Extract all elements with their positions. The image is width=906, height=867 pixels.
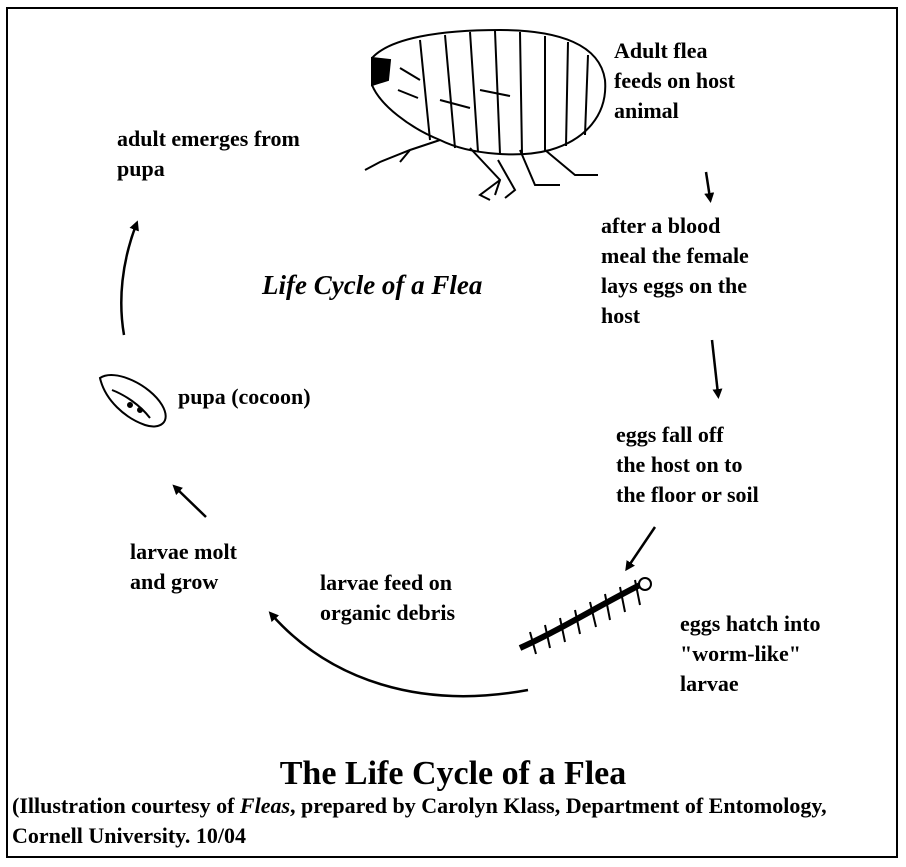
credit-source-title: Fleas (240, 793, 290, 818)
pupa-cocoon-illustration (100, 375, 166, 426)
stage-adult-feeds-label: Adult flea feeds on host animal (614, 36, 735, 126)
stage-larvae-molt-label: larvae molt and grow (130, 537, 237, 597)
arrow-pupa-to-adult (121, 225, 136, 335)
arrow-blood-meal-to-eggs-fall (712, 340, 718, 394)
stage-eggs-hatch-label: eggs hatch into "worm-like" larvae (680, 609, 821, 699)
arrow-feeds-to-blood-meal (706, 172, 710, 198)
stage-eggs-fall-label: eggs fall off the host on to the floor o… (616, 420, 759, 510)
figure-title: The Life Cycle of a Flea (0, 755, 906, 793)
adult-flea-illustration (365, 30, 605, 200)
credit-prefix: (Illustration courtesy of (12, 793, 240, 818)
diagram-center-title: Life Cycle of a Flea (262, 270, 482, 301)
figure-credit: (Illustration courtesy of Fleas, prepare… (12, 791, 892, 851)
larva-illustration (520, 578, 651, 654)
stage-larvae-feed-label: larvae feed on organic debris (320, 568, 455, 628)
stage-blood-meal-label: after a blood meal the female lays eggs … (601, 211, 749, 331)
arrow-eggs-fall-to-hatch (628, 527, 655, 567)
arrow-molt-to-pupa (176, 488, 206, 517)
stage-pupa-label: pupa (cocoon) (178, 382, 311, 412)
stage-adult-emerges-label: adult emerges from pupa (117, 124, 300, 184)
